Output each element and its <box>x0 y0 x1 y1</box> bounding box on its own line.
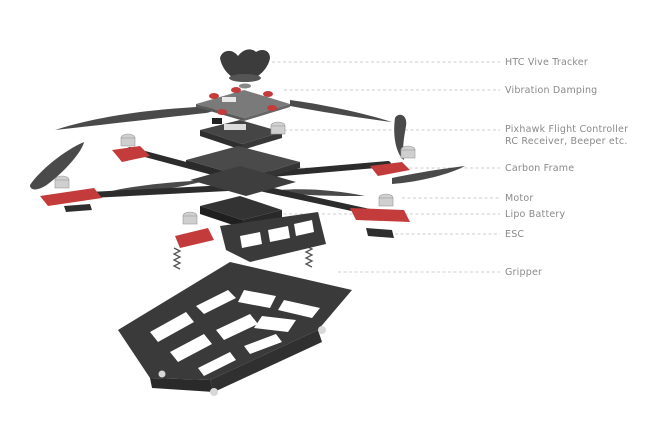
motors <box>54 121 416 225</box>
label-pixhawk-flight-controller: Pixhawk Flight Controller <box>505 124 629 135</box>
label-motor: Motor <box>505 193 534 204</box>
propeller-right <box>392 166 465 184</box>
propeller-left <box>30 142 84 190</box>
label-htc-vive-tracker: HTC Vive Tracker <box>505 57 588 68</box>
propellers <box>30 100 465 196</box>
carbon-frame-plates <box>186 146 300 196</box>
label-gripper: Gripper <box>505 267 543 278</box>
motor-mounts <box>40 146 410 248</box>
gripper-bracket <box>220 212 326 262</box>
label-vibration-damping: Vibration Damping <box>505 85 598 96</box>
label-rc-receiver: RC Receiver, Beeper etc. <box>505 136 628 147</box>
propeller-mid-left <box>108 180 208 193</box>
propeller-top-left <box>55 106 216 130</box>
label-esc: ESC <box>505 229 525 240</box>
esc-part <box>64 204 394 238</box>
gripper-part <box>118 262 352 396</box>
vive-tracker-part <box>220 49 270 89</box>
label-lipo-battery: Lipo Battery <box>505 209 566 220</box>
pixhawk-part <box>200 118 282 150</box>
label-carbon-frame: Carbon Frame <box>505 163 575 174</box>
propeller-right-upper <box>394 114 407 160</box>
propeller-top-right <box>290 100 392 122</box>
vibration-damping-part <box>196 87 290 121</box>
